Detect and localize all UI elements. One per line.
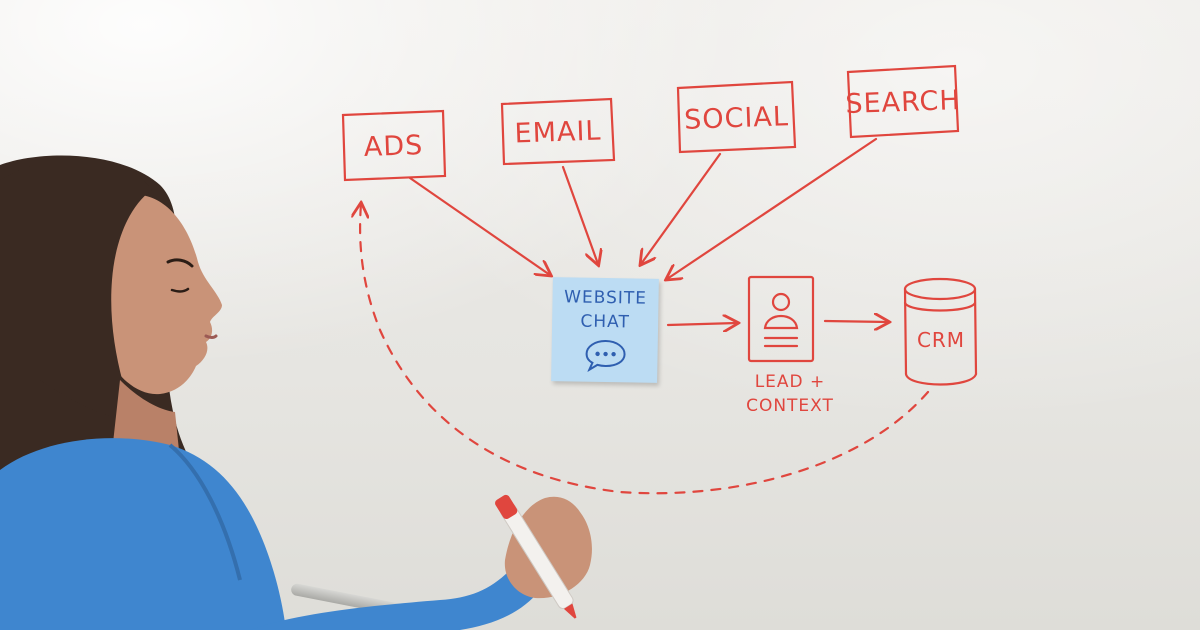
feedback-loop <box>360 204 930 495</box>
face <box>99 195 222 395</box>
lead-card <box>747 275 815 363</box>
crm-label: CRM <box>916 328 966 352</box>
arm <box>250 570 540 630</box>
lead-label-line-1: LEAD + <box>754 372 826 392</box>
shirt <box>0 438 286 630</box>
arrow-chat-lead <box>666 323 737 325</box>
search-box <box>846 64 960 139</box>
lead-label-line-2: CONTEXT <box>746 396 834 416</box>
arrow-social-chat <box>641 152 722 264</box>
website-chat-sticky-note: WEBSITE CHAT <box>551 277 659 383</box>
hand <box>504 496 592 599</box>
social-box <box>676 80 797 154</box>
email-box <box>500 97 616 166</box>
arrow-email-chat <box>561 165 598 264</box>
arrow-lead-crm <box>823 321 888 322</box>
arrow-search-chat <box>667 137 878 279</box>
marker-pen <box>495 494 577 619</box>
ads-box <box>341 109 447 182</box>
arrow-ads-chat <box>408 176 550 275</box>
chat-bubble-icon <box>585 340 626 373</box>
